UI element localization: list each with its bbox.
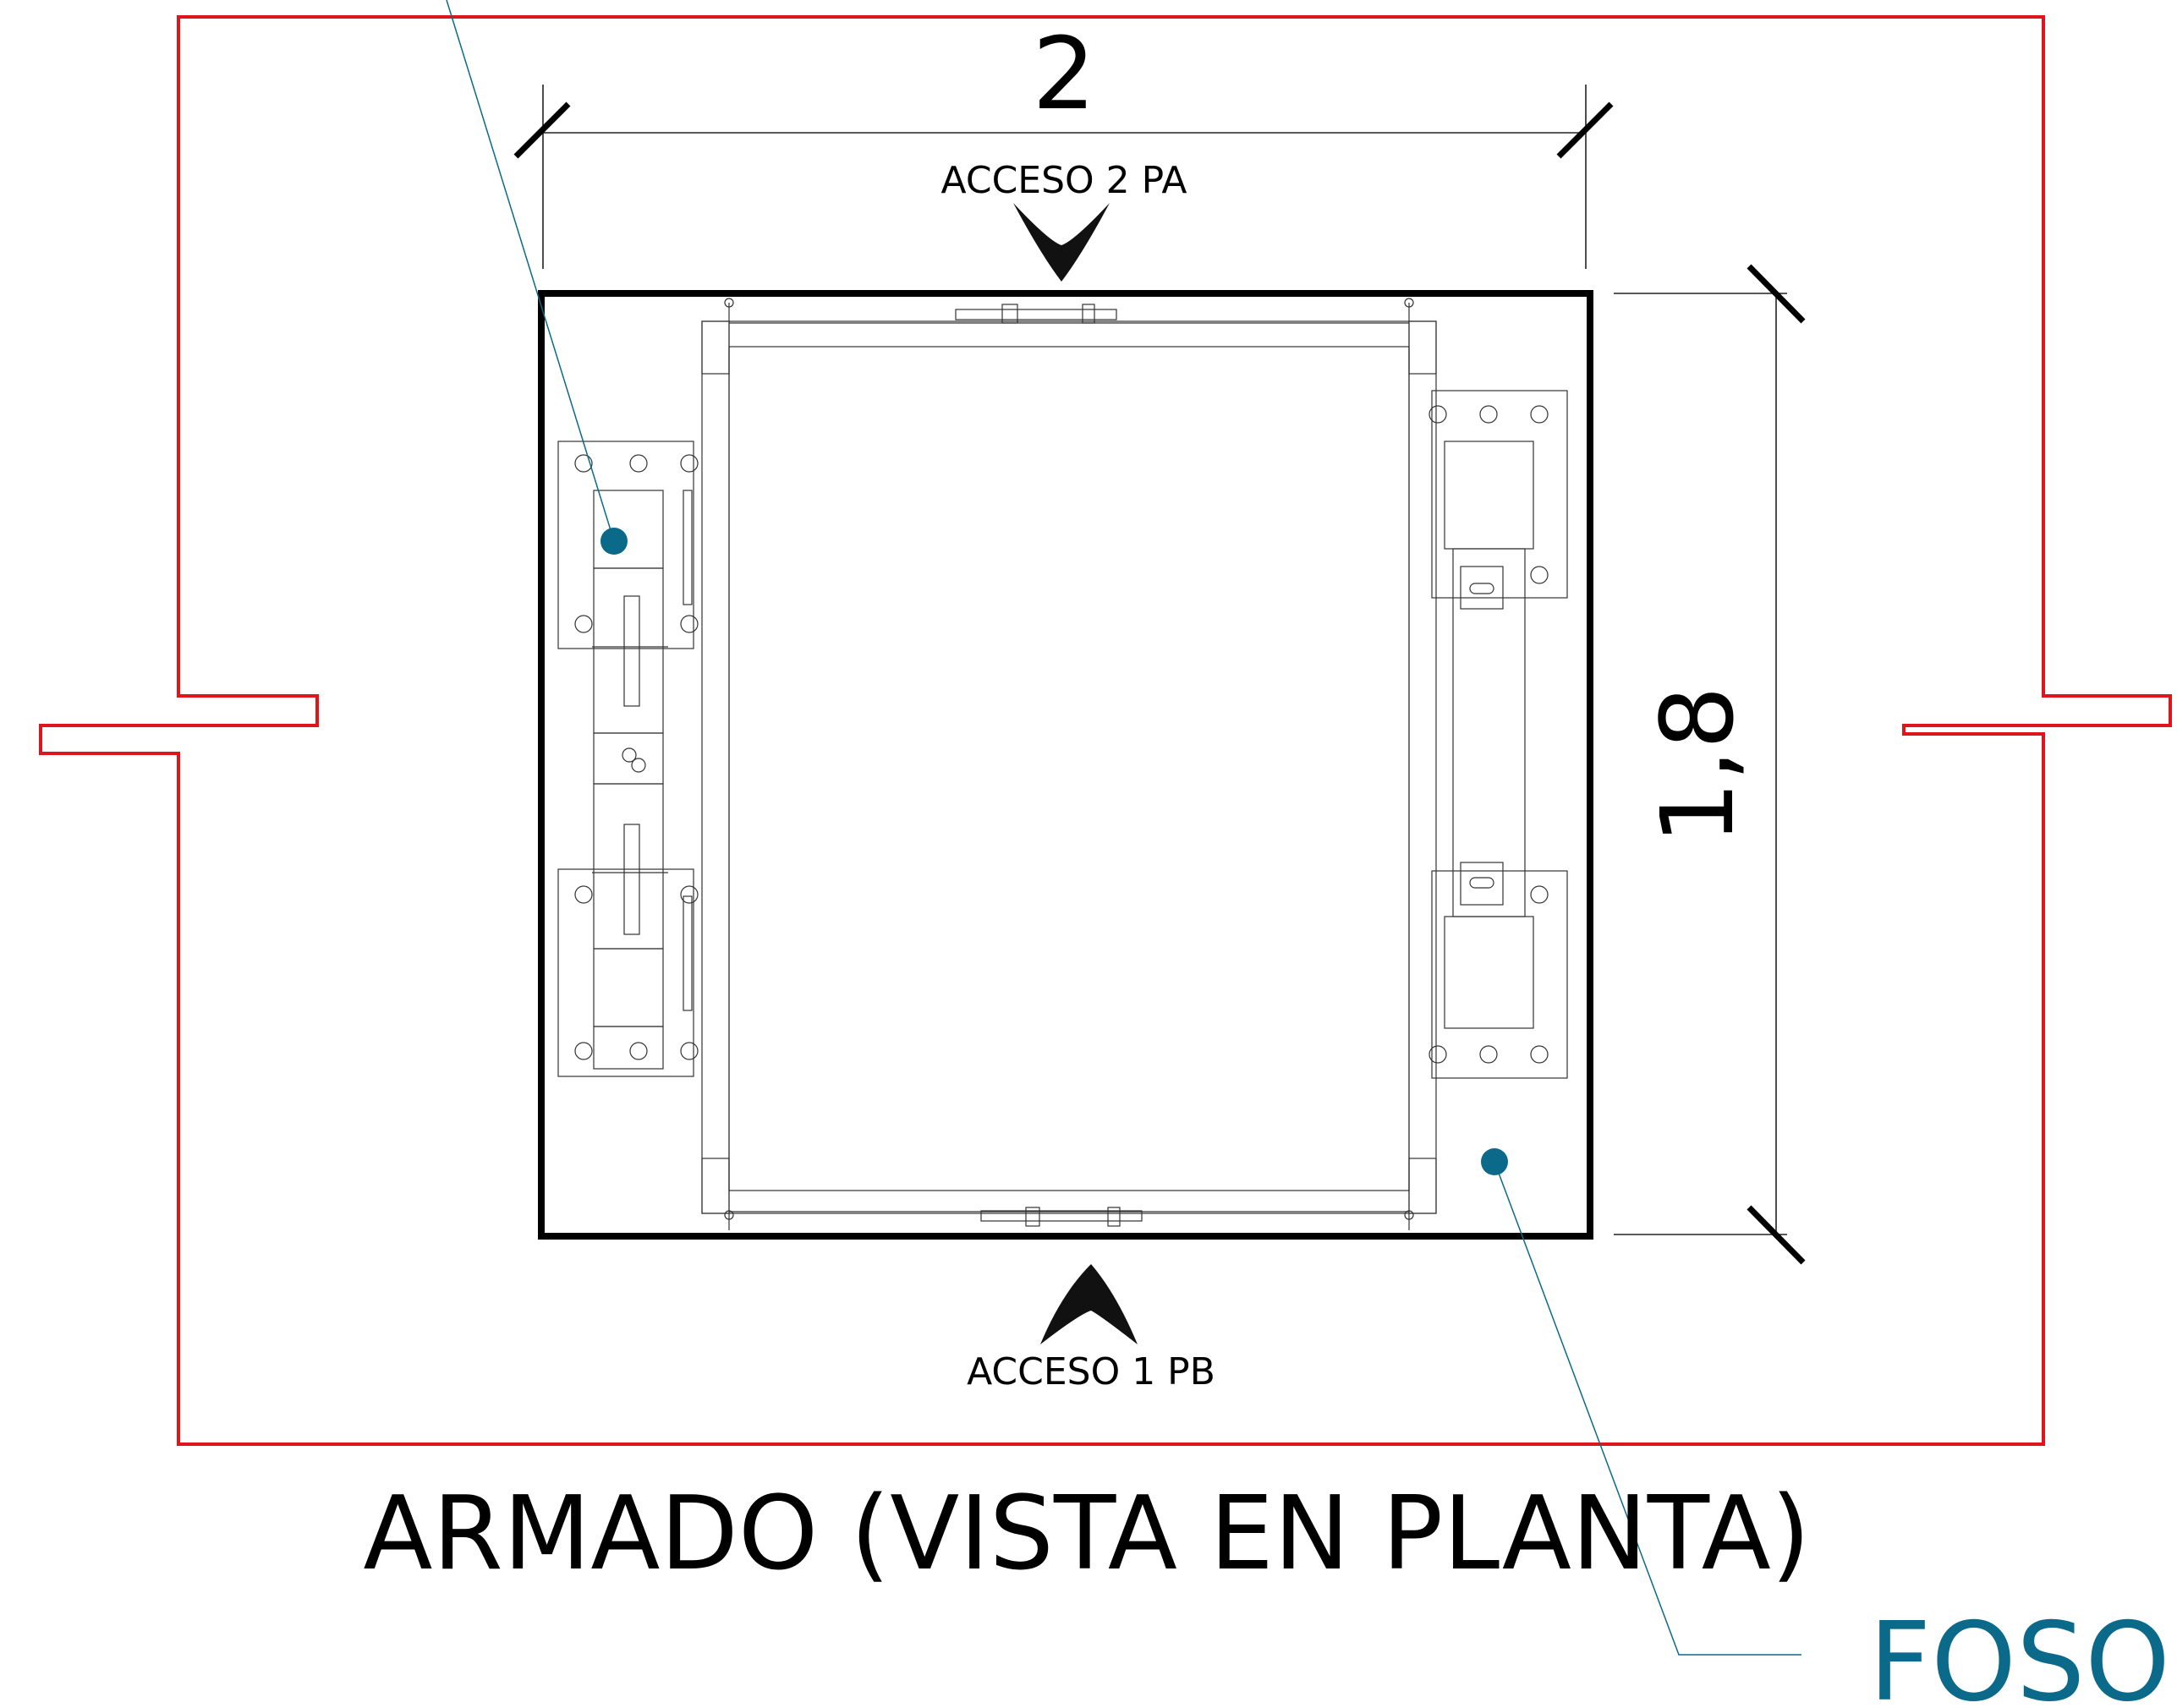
access-bottom-arrow <box>1040 1264 1138 1344</box>
callout-leader-top <box>446 0 615 542</box>
right-guide-assembly <box>1428 390 1568 1079</box>
callout-dot-top <box>600 528 628 555</box>
door-hardware-bottom <box>980 1207 1143 1227</box>
callout-dot-pit <box>1481 1148 1508 1175</box>
callout-leader-pit <box>1494 1161 1801 1656</box>
depth-dimension <box>1614 264 1806 1265</box>
depth-dimension-label: 1,8 <box>1639 686 1756 845</box>
access-bottom-label: ACCESO 1 PB <box>967 1350 1215 1393</box>
door-hardware-top <box>955 304 1117 324</box>
shaft-wall-outline <box>39 15 2172 1446</box>
pit-callout-label: FOSO <box>1869 1600 2170 1708</box>
cabin-frame <box>701 298 1437 1230</box>
access-top-label: ACCESO 2 PA <box>941 159 1187 202</box>
left-pulley-assembly <box>557 441 699 1077</box>
access-top-arrow <box>1013 203 1110 282</box>
width-dimension-label: 2 <box>1032 15 1095 132</box>
width-dimension <box>513 85 1614 269</box>
hoistway-outline <box>538 290 1593 1240</box>
drawing-title: ARMADO (VISTA EN PLANTA) <box>363 1475 1810 1593</box>
